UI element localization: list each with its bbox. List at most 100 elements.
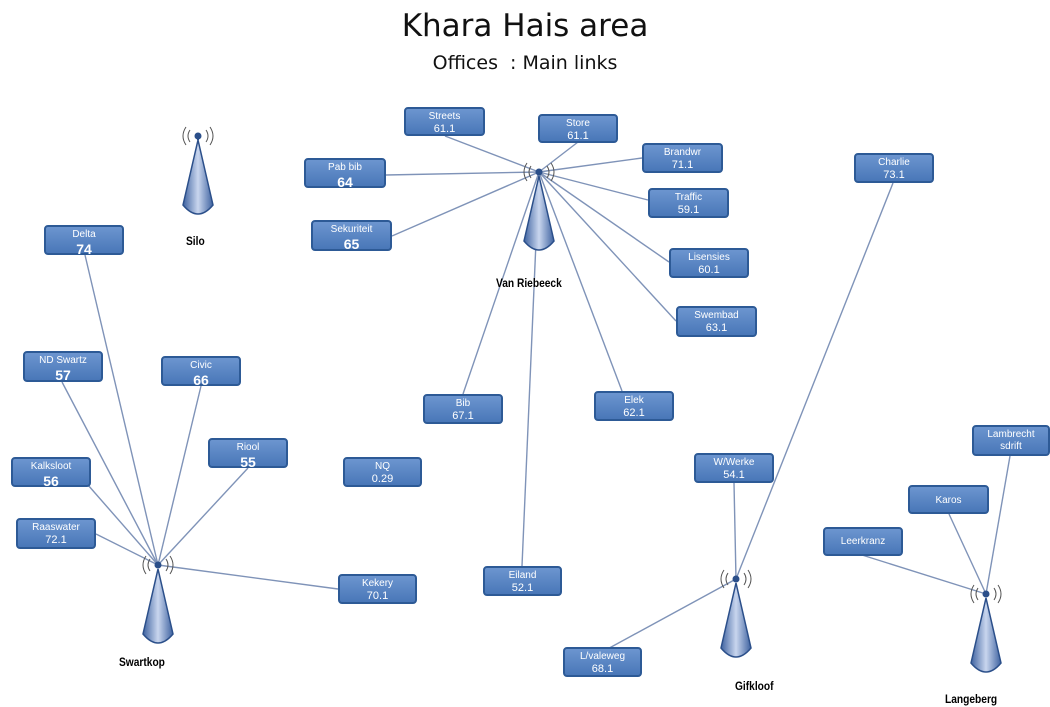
node-name: ND Swartz	[39, 355, 87, 366]
link-ndswartz	[61, 381, 159, 566]
node-value: 70.1	[366, 589, 389, 602]
node-name: Traffic	[674, 192, 703, 203]
node-value: 63.1	[705, 321, 728, 334]
node-streets[interactable]: Streets 61.1	[404, 107, 485, 136]
link-leerkranz	[861, 554, 987, 595]
node-store[interactable]: Store 61.1	[538, 114, 618, 143]
node-delta[interactable]: Delta 74	[44, 225, 124, 257]
node-charlie[interactable]: Charlie 73.1	[854, 153, 934, 183]
link-karos	[948, 513, 987, 595]
node-value: 54.1	[723, 468, 745, 481]
link-swembad	[538, 171, 677, 322]
node-name: Kalksloot	[30, 461, 72, 472]
node-value: 60.1	[698, 263, 720, 276]
node-swembad[interactable]: Swembad 63.1	[676, 306, 757, 337]
node-value: 66	[193, 371, 209, 388]
node-value: 67.1	[452, 409, 474, 422]
node-name: Lisensies	[688, 252, 730, 263]
tower-label-swartkop: Swartkop	[119, 655, 165, 669]
node-civic[interactable]: Civic 66	[161, 356, 241, 388]
node-name: Streets	[428, 111, 461, 122]
node-name: Pab bib	[328, 162, 362, 173]
node-leerkranz[interactable]: Leerkranz	[823, 527, 903, 556]
node-value: 73.1	[883, 168, 905, 181]
tower-gifkloof-icon	[720, 569, 752, 658]
swartkop-links	[61, 254, 339, 590]
node-name: Elek	[624, 395, 644, 406]
node-value: 68.1	[591, 662, 614, 675]
tower-silo-icon	[182, 126, 214, 215]
node-karos[interactable]: Karos	[908, 485, 989, 514]
node-name: L/valeweg	[579, 651, 626, 662]
node-name: W/Werke	[713, 457, 755, 468]
van-riebeeck-links	[385, 135, 677, 567]
node-value: 52.1	[511, 581, 534, 594]
node-value: 57	[55, 366, 71, 383]
node-name: Sekuriteit	[330, 224, 373, 235]
tower-label-gifkloof: Gifkloof	[735, 679, 774, 693]
link-delta	[84, 254, 159, 566]
node-pab-bib[interactable]: Pab bib 64	[304, 158, 386, 190]
tower-label-langeberg: Langeberg	[945, 692, 998, 706]
node-riool[interactable]: Riool 55	[208, 438, 288, 470]
node-eiland[interactable]: Eiland 52.1	[483, 566, 562, 596]
page-subtitle: Offices : Main links	[432, 52, 618, 74]
node-value: 65	[343, 235, 360, 252]
node-value: 74	[76, 240, 92, 257]
node-name: Raaswater	[32, 522, 80, 533]
gifkloof-links	[601, 182, 894, 653]
link-sekuriteit	[391, 171, 540, 237]
link-kekery	[157, 564, 339, 590]
node-name: Leerkranz	[840, 536, 886, 547]
link-bib	[462, 171, 540, 395]
node-name: Eiland	[508, 570, 537, 581]
node-name: Karos	[935, 495, 962, 506]
node-value: 62.1	[623, 406, 645, 419]
node-name: Lambrecht	[987, 429, 1035, 440]
node-value: 71.1	[671, 158, 694, 171]
node-nq[interactable]: NQ 0.29	[343, 457, 422, 487]
node-brandwr[interactable]: Brandwr 71.1	[642, 143, 723, 173]
node-lisensies[interactable]: Lisensies 60.1	[669, 248, 749, 278]
tower-van-riebeeck-icon	[523, 162, 555, 251]
link-wwerke	[733, 482, 737, 580]
node-kekery[interactable]: Kekery 70.1	[338, 574, 417, 604]
tower-langeberg-icon	[970, 584, 1002, 673]
node-lambrecht[interactable]: Lambrecht sdrift	[972, 425, 1050, 456]
link-traffic	[538, 171, 649, 201]
link-lambrecht	[985, 455, 1011, 595]
node-l-valeweg[interactable]: L/valeweg 68.1	[563, 647, 642, 677]
node-raaswater[interactable]: Raaswater 72.1	[16, 518, 96, 549]
link-civic	[157, 385, 202, 566]
page-title: Khara Hais area	[401, 8, 649, 44]
node-bib[interactable]: Bib 67.1	[423, 394, 503, 424]
node-value: 56	[43, 472, 59, 489]
node-w-werke[interactable]: W/Werke 54.1	[694, 453, 774, 483]
tower-label-van-riebeeck: Van Riebeeck	[496, 276, 562, 290]
node-value: 64	[337, 173, 353, 190]
node-name: Charlie	[878, 157, 910, 168]
node-value: sdrift	[1000, 440, 1022, 452]
node-name: Swembad	[694, 310, 739, 321]
tower-swartkop-icon	[142, 555, 174, 644]
link-charlie	[735, 182, 894, 580]
link-pabbib	[385, 171, 540, 176]
tower-label-silo: Silo	[186, 234, 205, 248]
link-elek	[538, 171, 623, 392]
node-sekuriteit[interactable]: Sekuriteit 65	[311, 220, 392, 252]
link-brandwr	[538, 157, 643, 173]
node-name: Delta	[72, 229, 96, 240]
node-value: 55	[240, 453, 256, 470]
node-name: Kekery	[361, 578, 394, 589]
node-elek[interactable]: Elek 62.1	[594, 391, 674, 421]
node-traffic[interactable]: Traffic 59.1	[648, 188, 729, 218]
link-lvaleweg	[601, 578, 737, 653]
node-name: Riool	[236, 442, 260, 453]
node-name: Bib	[455, 398, 471, 409]
link-lisensies	[538, 171, 670, 263]
node-kalksloot[interactable]: Kalksloot 56	[11, 457, 91, 489]
langeberg-links	[861, 455, 1011, 595]
node-nd-swartz[interactable]: ND Swartz 57	[23, 351, 103, 383]
link-streets	[444, 135, 540, 173]
